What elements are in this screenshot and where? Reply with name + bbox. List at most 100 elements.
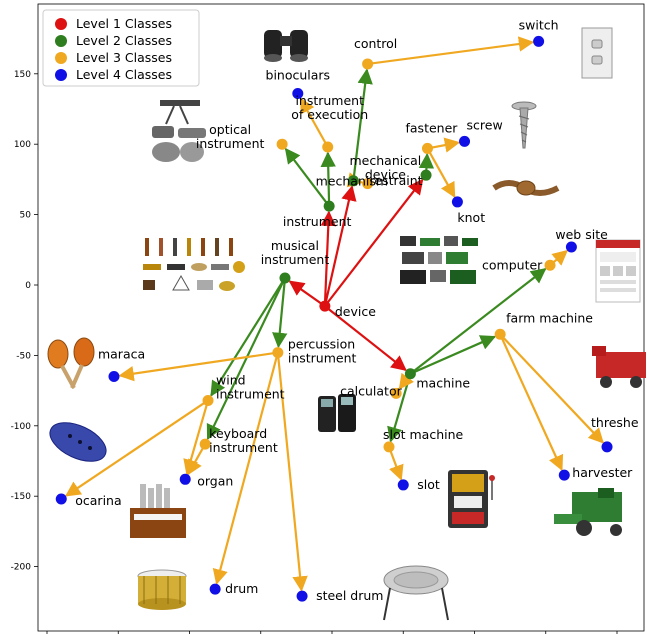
- node-label-line: of execution: [291, 107, 368, 122]
- legend-label-level-1: Level 1 Classes: [76, 16, 172, 31]
- node-label-farm-machine: farm machine: [506, 310, 593, 325]
- edge-device-to-musical-instrument: [288, 280, 326, 308]
- musical-instruments-thumbnail: [143, 238, 245, 291]
- node-label-line: wind: [216, 372, 246, 387]
- node-calculator: [390, 387, 402, 399]
- y-tick-label: -50: [16, 351, 31, 361]
- edge-percussion-instrument-to-steel-drum: [276, 352, 308, 592]
- thresher-thumbnail: [592, 346, 646, 388]
- computer-parts-thumbnail: [400, 236, 478, 284]
- binoculars-thumbnail: [264, 30, 308, 62]
- node-knot: [451, 196, 463, 208]
- node-label-line: steel drum: [316, 588, 383, 603]
- node-organ: [179, 473, 191, 485]
- edge-farm-machine-to-threshe: [499, 333, 604, 444]
- web-site-thumbnail: [595, 239, 641, 303]
- node-label-ocarina: ocarina: [75, 493, 121, 508]
- node-label-line: threshe: [591, 415, 639, 430]
- y-tick-label: 100: [14, 140, 31, 150]
- node-label-slot-machine: slot machine: [383, 427, 464, 442]
- node-keyboard-instrument: [199, 438, 211, 450]
- node-label-line: switch: [519, 17, 559, 32]
- node-binoculars: [292, 88, 304, 100]
- legend-marker-level-4: [55, 69, 67, 81]
- node-label-switch: switch: [519, 17, 559, 32]
- node-label-line: computer: [482, 257, 543, 272]
- edge-device-to-instrument: [320, 210, 336, 307]
- node-label-organ: organ: [197, 473, 233, 488]
- node-musical-instrument: [279, 272, 291, 284]
- node-label-line: harvester: [572, 465, 633, 480]
- screw-thumbnail: [511, 101, 537, 149]
- node-harvester: [558, 469, 570, 481]
- node-label-device: device: [335, 304, 376, 319]
- node-label-screw: screw: [467, 117, 503, 132]
- node-label-line: keyboard: [209, 426, 267, 441]
- node-label-fastener: fastener: [406, 120, 459, 135]
- node-label-line: mechanism: [316, 174, 388, 189]
- edge-control-to-switch: [367, 36, 535, 66]
- node-slot: [397, 479, 409, 491]
- node-label-line: organ: [197, 473, 233, 488]
- node-label-line: optical: [209, 122, 251, 137]
- node-label-line: instrument: [216, 386, 285, 401]
- edge-keyboard-instrument-to-organ: [187, 443, 207, 476]
- node-steel-drum: [296, 590, 308, 602]
- calculators-thumbnail: [318, 394, 356, 432]
- knot-thumbnail: [492, 180, 560, 196]
- edge-layer: [64, 36, 604, 592]
- edge-slot-machine-to-slot: [387, 446, 404, 481]
- ocarina-thumbnail: [49, 422, 107, 462]
- node-label-line: slot machine: [383, 427, 464, 442]
- edge-wind-instrument-to-ocarina: [64, 399, 209, 497]
- organ-thumbnail: [130, 484, 186, 538]
- node-label-line: percussion: [288, 337, 355, 352]
- node-ocarina: [55, 493, 67, 505]
- edge-machine-to-computer: [409, 268, 547, 375]
- legend-label-level-3: Level 3 Classes: [76, 50, 172, 65]
- edge-musical-instrument-to-keyboard-instrument: [206, 277, 286, 441]
- plot-frame: [37, 3, 645, 632]
- node-label-restraint: restraint: [370, 173, 423, 188]
- maracas-thumbnail: [47, 337, 95, 389]
- node-label-steel-drum: steel drum: [316, 588, 383, 603]
- y-tick-label: 50: [20, 211, 32, 221]
- legend-marker-level-3: [55, 52, 67, 64]
- edge-musical-instrument-to-wind-instrument: [210, 277, 286, 397]
- node-label-line: restraint: [370, 173, 423, 188]
- node-fastener: [421, 142, 433, 154]
- edge-device-to-restraint: [324, 178, 424, 307]
- snare-drum-thumbnail: [137, 569, 187, 610]
- node-label-line: web site: [555, 227, 608, 242]
- node-machine: [404, 368, 416, 380]
- node-label-harvester: harvester: [572, 465, 633, 480]
- edge-farm-machine-to-harvester: [499, 333, 564, 472]
- node-label-line: device: [335, 304, 376, 319]
- node-drum: [209, 583, 221, 595]
- node-slot-machine: [383, 441, 395, 453]
- node-label-computer: computer: [482, 257, 543, 272]
- node-label-line: screw: [467, 117, 503, 132]
- harvester-thumbnail: [554, 488, 622, 536]
- node-label-line: farm machine: [506, 310, 593, 325]
- node-label-web-site: web site: [555, 227, 608, 242]
- node-label-drum: drum: [225, 581, 258, 596]
- y-tick-label: -200: [11, 563, 32, 573]
- edge-machine-to-farm-machine: [409, 335, 497, 375]
- node-control: [362, 58, 374, 70]
- legend-label-level-4: Level 4 Classes: [76, 67, 172, 82]
- y-tick-label: -150: [11, 492, 32, 502]
- node-label-line: mechanical: [350, 153, 422, 168]
- node-label-line: slot: [417, 477, 440, 492]
- node-screw: [459, 135, 471, 147]
- node-label-line: fastener: [406, 120, 459, 135]
- slot-machine-thumbnail: [448, 470, 495, 528]
- node-computer: [544, 259, 556, 271]
- node-label-control: control: [354, 36, 397, 51]
